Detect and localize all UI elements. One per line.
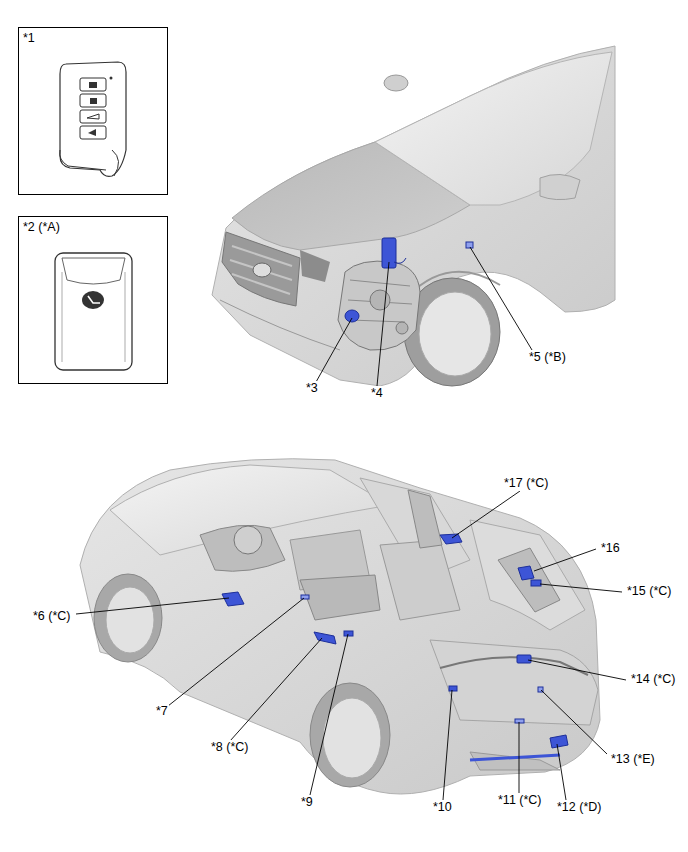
part-frame: *1 (18, 27, 168, 195)
callout-number: *13 (*E) (610, 752, 656, 767)
callout-number: *2 (*A) (19, 217, 60, 234)
callout-number: *9 (300, 795, 314, 810)
callout-number: *8 (*C) (210, 740, 250, 755)
callout-number: *6 (*C) (32, 609, 72, 624)
callout-number: *17 (*C) (503, 476, 549, 491)
callout-number: *14 (*C) (630, 672, 676, 687)
callout-number: *1 (19, 28, 35, 45)
callout-number: *15 (*C) (626, 584, 672, 599)
callout-number: *10 (432, 800, 453, 815)
callout-number: *11 (*C) (497, 793, 543, 808)
callout-number: *12 (*D) (556, 800, 602, 815)
card-key (55, 253, 132, 370)
part-frame: *2 (*A) (18, 216, 168, 384)
rear-vehicle (80, 459, 600, 794)
callout-number: *7 (155, 704, 169, 719)
key-fob (60, 62, 126, 176)
callout-number: *3 (305, 381, 319, 396)
leader-lines (76, 247, 626, 800)
callout-number: *4 (370, 386, 384, 401)
callout-number: *5 (*B) (528, 350, 567, 365)
callout-number: *16 (600, 541, 621, 556)
front-vehicle (212, 46, 615, 386)
